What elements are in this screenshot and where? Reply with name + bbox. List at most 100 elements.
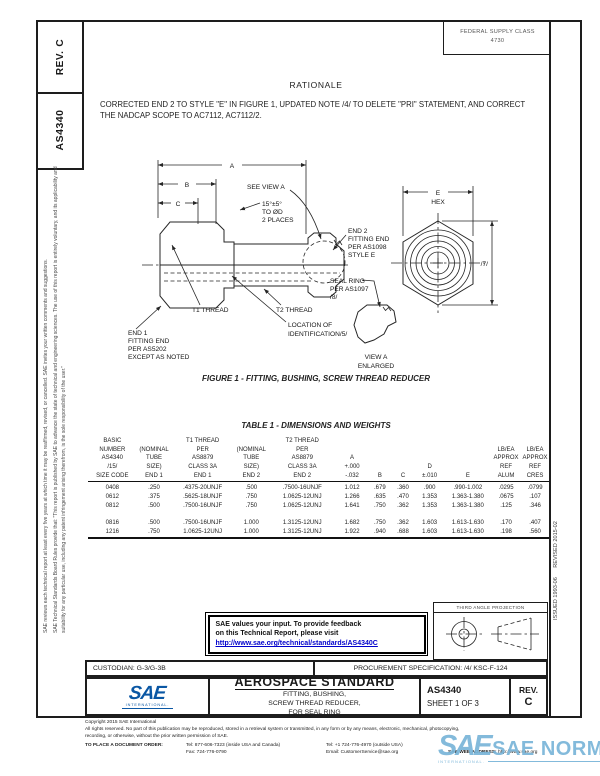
footer-rev-value: C bbox=[524, 696, 533, 708]
table-cell: .500 bbox=[148, 520, 160, 527]
watermark-line bbox=[487, 761, 600, 763]
table-cell: .750 bbox=[245, 503, 258, 510]
leader-line bbox=[135, 305, 162, 330]
seal-ring-label: /8/ bbox=[330, 294, 337, 301]
table-cell: .360 bbox=[397, 485, 409, 492]
t2-thread-label: T2 THREAD bbox=[276, 307, 313, 314]
chamfer-note: 15°±5° bbox=[262, 200, 282, 208]
col-header: A +.000 -.032 bbox=[335, 437, 369, 483]
custodian-row: CUSTODIAN: G-3/G-3B PROCUREMENT SPECIFIC… bbox=[85, 660, 548, 677]
feedback-line2: on this Technical Report, please visit bbox=[215, 630, 339, 638]
col-header: T2 THREAD PER AS8879 CLASS 3A END 2 bbox=[268, 437, 336, 483]
table-cell: 1.922 bbox=[344, 529, 360, 536]
table-cell: .407 bbox=[529, 520, 541, 527]
col-header: C bbox=[391, 437, 415, 483]
t1-thread-label: T1 THREAD bbox=[192, 307, 229, 314]
end2-label: END 2 bbox=[348, 228, 368, 235]
table-cell: 1.3125-12UNJ bbox=[282, 529, 322, 536]
sheet-number: SHEET 1 OF 3 bbox=[427, 699, 479, 708]
table-cell: .500 bbox=[245, 485, 258, 492]
table-cell: .900 bbox=[423, 485, 436, 492]
leader-line bbox=[171, 244, 201, 306]
copyright-line: All rights reserved. No part of this pub… bbox=[85, 727, 460, 733]
federal-supply-class-box: FEDERAL SUPPLY CLASS 4730 bbox=[443, 20, 551, 55]
doc-number: AS4340 bbox=[54, 109, 66, 151]
rev-cell: REV. C bbox=[511, 679, 546, 714]
table-cell: 1.613-1.630 bbox=[451, 520, 484, 527]
table-cell: 1216 bbox=[105, 529, 119, 536]
table-cell: 0408 bbox=[105, 485, 119, 492]
table-cell: .375 bbox=[148, 494, 160, 501]
table-title: TABLE 1 - DIMENSIONS AND WEIGHTS bbox=[241, 421, 391, 430]
spacer bbox=[85, 749, 182, 756]
col-header: (NOMINAL TUBE SIZE) END 2 bbox=[233, 437, 269, 483]
table-cell: 1.000 bbox=[243, 520, 259, 527]
order-info: TO PLACE A DOCUMENT ORDER: Tel: 877-606-… bbox=[85, 742, 557, 756]
table-cell: .7500-16UNJF bbox=[282, 485, 322, 492]
table-cell: .500 bbox=[148, 503, 160, 510]
table-cell: .5625-18UNJF bbox=[183, 494, 223, 501]
view-a-detail bbox=[353, 304, 397, 344]
flag-7-label: /7/ bbox=[481, 261, 488, 268]
view-a-caption: VIEW A bbox=[365, 354, 388, 361]
table-cell: 1.641 bbox=[344, 503, 360, 510]
col-header: LB/EA APPROX REF CRES bbox=[521, 437, 549, 483]
seal-ring-label: SEAL RING bbox=[330, 278, 365, 285]
disclaimer-paragraph: SAE reviews each technical report at lea… bbox=[43, 259, 49, 633]
feedback-link[interactable]: http://www.sae.org/technical/standards/A… bbox=[215, 640, 378, 648]
rationale-heading: RATIONALE bbox=[289, 80, 343, 90]
doc-number-box bbox=[36, 92, 84, 170]
table-cell: .170 bbox=[500, 520, 512, 527]
end2-label: FITTING END bbox=[348, 236, 390, 243]
doc-number-rotated: AS4340 bbox=[40, 94, 80, 166]
table-cell: 1.363-1.380 bbox=[451, 503, 484, 510]
fitting-section-right bbox=[233, 232, 345, 266]
fsc-value: 4730 bbox=[490, 38, 505, 44]
right-margin-line bbox=[549, 20, 551, 716]
table-cell: 1.353 bbox=[422, 494, 438, 501]
seal-ring-groove bbox=[333, 239, 343, 246]
table-cell: .7500-16UNJF bbox=[183, 503, 223, 510]
table-cell: 1.353 bbox=[422, 503, 438, 510]
disclaimer-paragraph: SAE Technical Standards Board Rules prov… bbox=[52, 166, 67, 633]
table-cell: 1.000 bbox=[243, 529, 259, 536]
col-header: T1 THREAD PER AS8879 CLASS 3A END 1 bbox=[171, 437, 234, 483]
standard-type: AEROSPACE STANDARD bbox=[234, 674, 395, 690]
table-cell: 1.012 bbox=[344, 485, 360, 492]
dimensions-table-wrap: BASIC NUMBER AS4340 /15/ SIZE CODE (NOMI… bbox=[88, 437, 549, 540]
table-cell: .750 bbox=[245, 494, 258, 501]
copyright-line: recording, or otherwise, without the pri… bbox=[85, 734, 229, 740]
leader-line bbox=[289, 189, 322, 240]
table-cell: 1.0625-12UNJ bbox=[282, 494, 322, 501]
figure-drawing: A B C SEE VIEW A 15°±5° TO ØD 2 PLACES E… bbox=[128, 160, 498, 370]
identification-label: IDENTIFICATION/5/ bbox=[288, 331, 347, 338]
copyright-line: Copyright 2015 SAE International bbox=[85, 720, 157, 725]
end1-label: FITTING END bbox=[128, 338, 170, 345]
col-header: E bbox=[444, 437, 491, 483]
end1-label: PER AS5202 bbox=[128, 346, 167, 353]
col-header: (NOMINAL TUBE SIZE) END 1 bbox=[136, 437, 172, 483]
web-address-link[interactable]: http://www.sae.org bbox=[497, 749, 538, 755]
table-cell: 1.613-1.630 bbox=[451, 529, 484, 536]
tel-outside: Tel: +1 724-776-4970 (outside USA) bbox=[326, 742, 403, 748]
standard-title-line: SCREW THREAD REDUCER, bbox=[268, 699, 361, 707]
table-cell: .635 bbox=[374, 494, 386, 501]
title-cell: AEROSPACE STANDARD FITTING, BUSHING, SCR… bbox=[210, 674, 421, 716]
table-cell: 0816 bbox=[105, 520, 119, 527]
table-cell: .750 bbox=[148, 529, 160, 536]
dim-b-label: B bbox=[185, 182, 190, 189]
projection-box: THIRD ANGLE PROJECTION bbox=[433, 602, 548, 660]
table-cell: .125 bbox=[500, 503, 512, 510]
figure-caption: FIGURE 1 - FITTING, BUSHING, SCREW THREA… bbox=[201, 374, 430, 383]
end2-label: PER AS1098 bbox=[348, 244, 387, 251]
copyright-block: Copyright 2015 SAE International All rig… bbox=[85, 719, 557, 756]
table-cell: .0799 bbox=[527, 485, 543, 492]
table-cell: 1.363-1.380 bbox=[451, 494, 484, 501]
leader-line bbox=[231, 275, 287, 323]
order-label: TO PLACE A DOCUMENT ORDER: bbox=[85, 742, 163, 748]
dim-e-label: E bbox=[436, 190, 441, 197]
feedback-box-inner: SAE values your input. To provide feedba… bbox=[207, 614, 426, 654]
